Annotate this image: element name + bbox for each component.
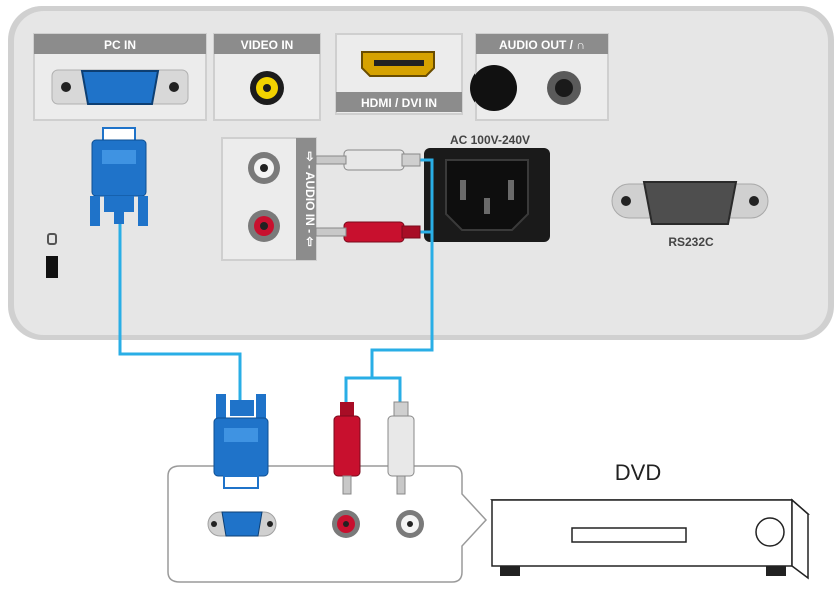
audio-in-label: ⇨ - AUDIO IN - ⇦ [303, 152, 317, 247]
pc-in-label-bg [34, 34, 206, 54]
source-vga-screw-left-icon [211, 521, 217, 527]
vga-cable [118, 222, 242, 402]
vga-screw-right-icon [169, 82, 179, 92]
rs232c-label: RS232C [668, 235, 714, 249]
vga-plug-top [90, 127, 148, 226]
rca-plug-red-top-tip [315, 227, 347, 237]
rca-plug-red-top-icon [343, 221, 405, 243]
audio-out-jack-icon [555, 79, 573, 97]
video-in-port: VIDEO IN [213, 33, 321, 121]
vga-plug-bottom-screw-left [216, 394, 226, 420]
vga-port-icon [80, 70, 160, 105]
audio-out-port: AUDIO OUT / ∩ [471, 33, 609, 121]
video-jack-pin [263, 84, 271, 92]
audio-in-right-pin [260, 222, 268, 230]
source-vga-port-icon [221, 511, 263, 537]
audio-cable-white [372, 376, 402, 404]
vga-plug-bottom-tab [223, 475, 259, 489]
ac-pin-ground [484, 198, 490, 214]
hdmi-dvi-in-label: HDMI / DVI IN [361, 96, 437, 110]
video-in-label-bg [214, 34, 320, 54]
dvd-disc-tray [571, 527, 687, 543]
vga-plug-top-tail [114, 212, 124, 224]
rca-plug-white-bottom-icon [387, 415, 415, 477]
rca-plug-white-top-tip [315, 155, 347, 165]
hdmi-label-bg [336, 92, 462, 112]
dvd-foot-left [500, 566, 520, 576]
rca-plugs-top [315, 149, 421, 243]
rca-plug-white-top-tail [401, 153, 421, 167]
rca-white-bottom-tip [396, 475, 406, 495]
vga-plug-top-detail [102, 150, 136, 164]
dvd-label: DVD [615, 460, 661, 485]
vga-plug-top-body [104, 196, 134, 212]
rca-plug-red-bottom-icon [333, 415, 361, 477]
dvd-power-knob-icon [755, 517, 785, 547]
cables [118, 158, 434, 404]
video-in-label: VIDEO IN [241, 38, 294, 52]
ac-power-socket: AC 100V-240V [424, 133, 550, 242]
vga-plug-bottom-icon [213, 417, 269, 477]
audio-in-port: ⇨ - AUDIO IN - ⇦ [221, 137, 317, 261]
pc-in-port: PC IN [33, 33, 207, 121]
vga-plug-top-screw-right [138, 196, 148, 226]
audio-in-label-bg [296, 138, 316, 260]
vga-plug-bottom-screw-right [256, 394, 266, 420]
dvd-foot-right [766, 566, 786, 576]
lock-slot-icon [46, 256, 58, 278]
rca-plug-white-top-icon [343, 149, 405, 171]
source-vga-screw-right-icon [267, 521, 273, 527]
source-audio-white-pin [407, 521, 413, 527]
vga-plug-bottom-detail [224, 428, 258, 442]
rca-plug-red-top-tail [401, 225, 421, 239]
vga-plug-bottom [213, 394, 269, 489]
rs232c-screw-right-icon [749, 196, 759, 206]
security-lock [46, 233, 58, 278]
audio-out-label-bg [476, 34, 608, 54]
vga-plug-top-screw-left [90, 196, 100, 226]
rca-red-bottom-tip [342, 475, 352, 495]
lock-icon [47, 233, 57, 245]
audio-cable-red [344, 172, 434, 404]
ac-pin-left [460, 180, 466, 200]
vga-plug-bottom-neck [230, 400, 254, 416]
ac-pin-right [508, 180, 514, 200]
source-audio-red-pin [343, 521, 349, 527]
rca-plugs-bottom [333, 401, 415, 495]
source-device-panel [167, 465, 488, 583]
ac-socket-icon [445, 159, 529, 231]
rs232c-screw-left-icon [621, 196, 631, 206]
dvd-side-panel [791, 498, 809, 580]
rca-white-bottom-tail [393, 401, 409, 417]
source-callout-frame [167, 465, 488, 583]
audio-in-left-pin [260, 164, 268, 172]
dvd-front-icon [491, 499, 793, 567]
audio-out-label: AUDIO OUT / ∩ [499, 38, 585, 52]
audio-cable-top-white [418, 158, 434, 172]
ac-power-label: AC 100V-240V [450, 133, 530, 147]
rs232c-port-icon [642, 181, 738, 225]
rs232c-port: RS232C [611, 181, 769, 249]
vga-plug-top-icon [91, 139, 147, 197]
hdmi-port-slot [374, 60, 424, 66]
vga-screw-left-icon [61, 82, 71, 92]
rca-red-bottom-tail [340, 402, 354, 416]
pc-in-label: PC IN [104, 38, 136, 52]
dvd-player: DVD [490, 460, 810, 580]
sensor-disc-icon [471, 65, 517, 111]
hdmi-dvi-in-port: HDMI / DVI IN [335, 33, 463, 115]
